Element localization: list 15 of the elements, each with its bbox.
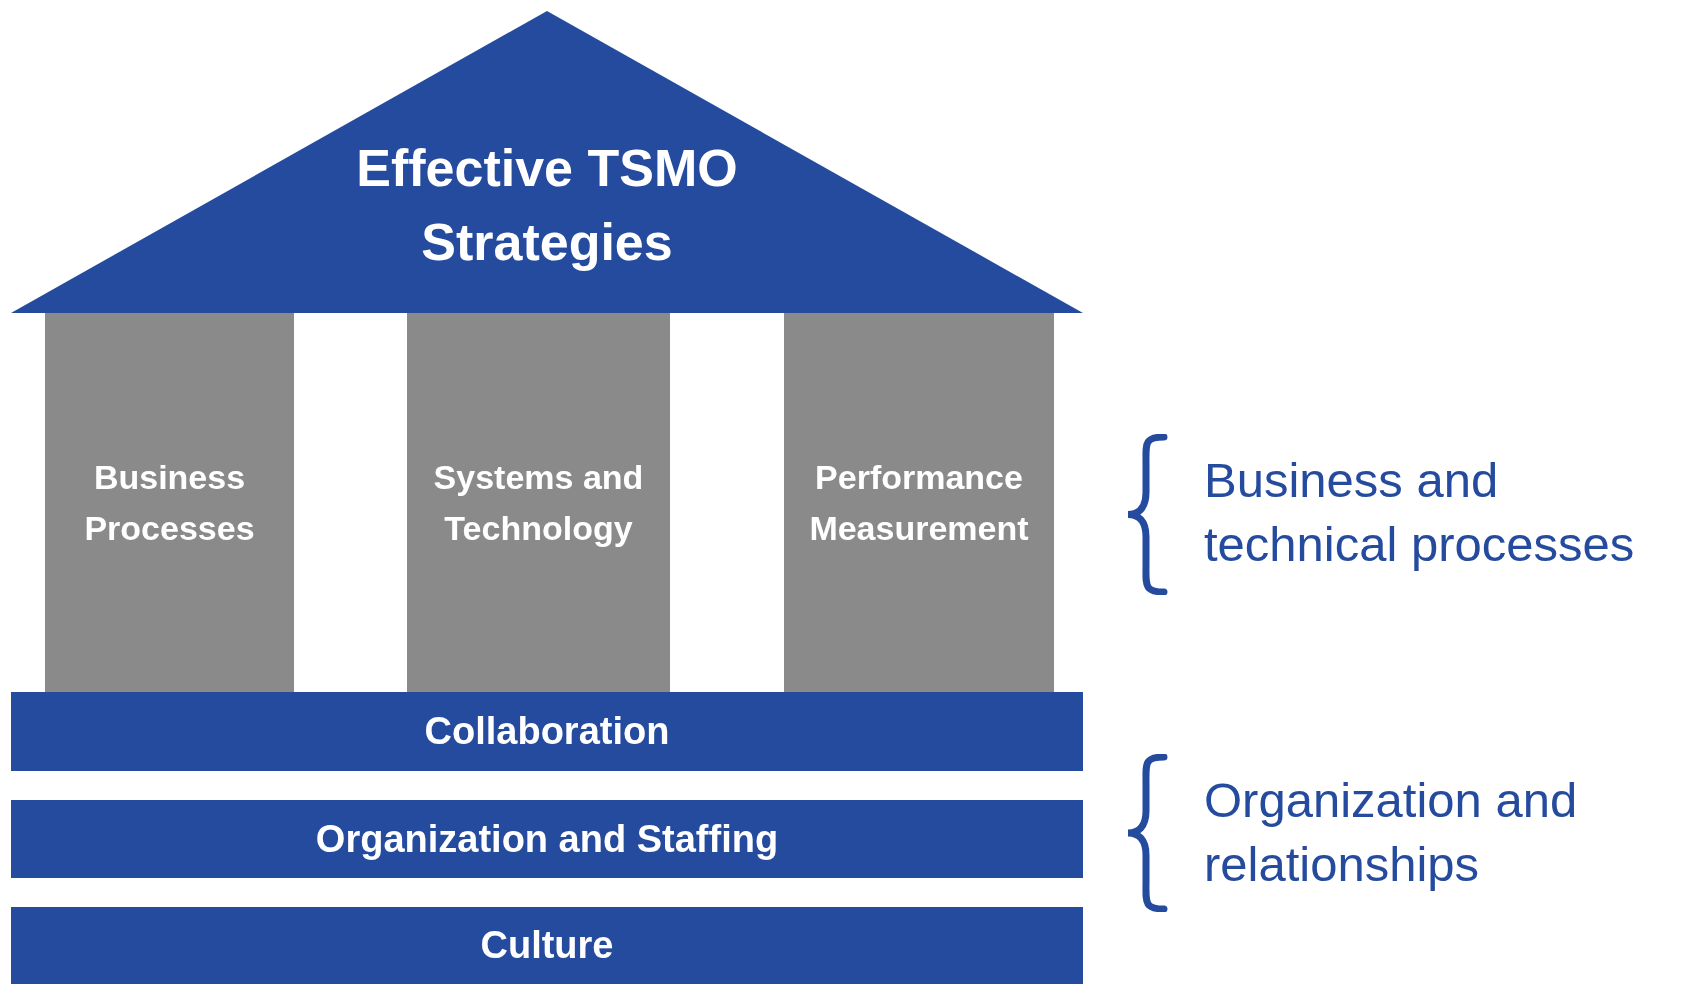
pillar [45,313,294,692]
foundation-label: Organization and Staffing [315,816,779,862]
brace-label: Organization and relationships [1204,772,1579,893]
pillar [784,313,1054,692]
brace-label: Business and technical processes [1204,452,1636,573]
pillar-label: Business Processes [83,456,256,549]
pillar-label: Performance Measurement [808,456,1030,549]
foundation-bar [11,692,1083,771]
pillar [407,313,670,692]
foundation-label: Culture [480,923,614,968]
pillar-label: Systems and Technology [432,456,645,549]
roof-title: Effective TSMO Strategies [355,138,739,273]
foundation-bar [11,800,1083,878]
foundation-label: Collaboration [424,709,670,754]
foundation-bar [11,907,1083,984]
